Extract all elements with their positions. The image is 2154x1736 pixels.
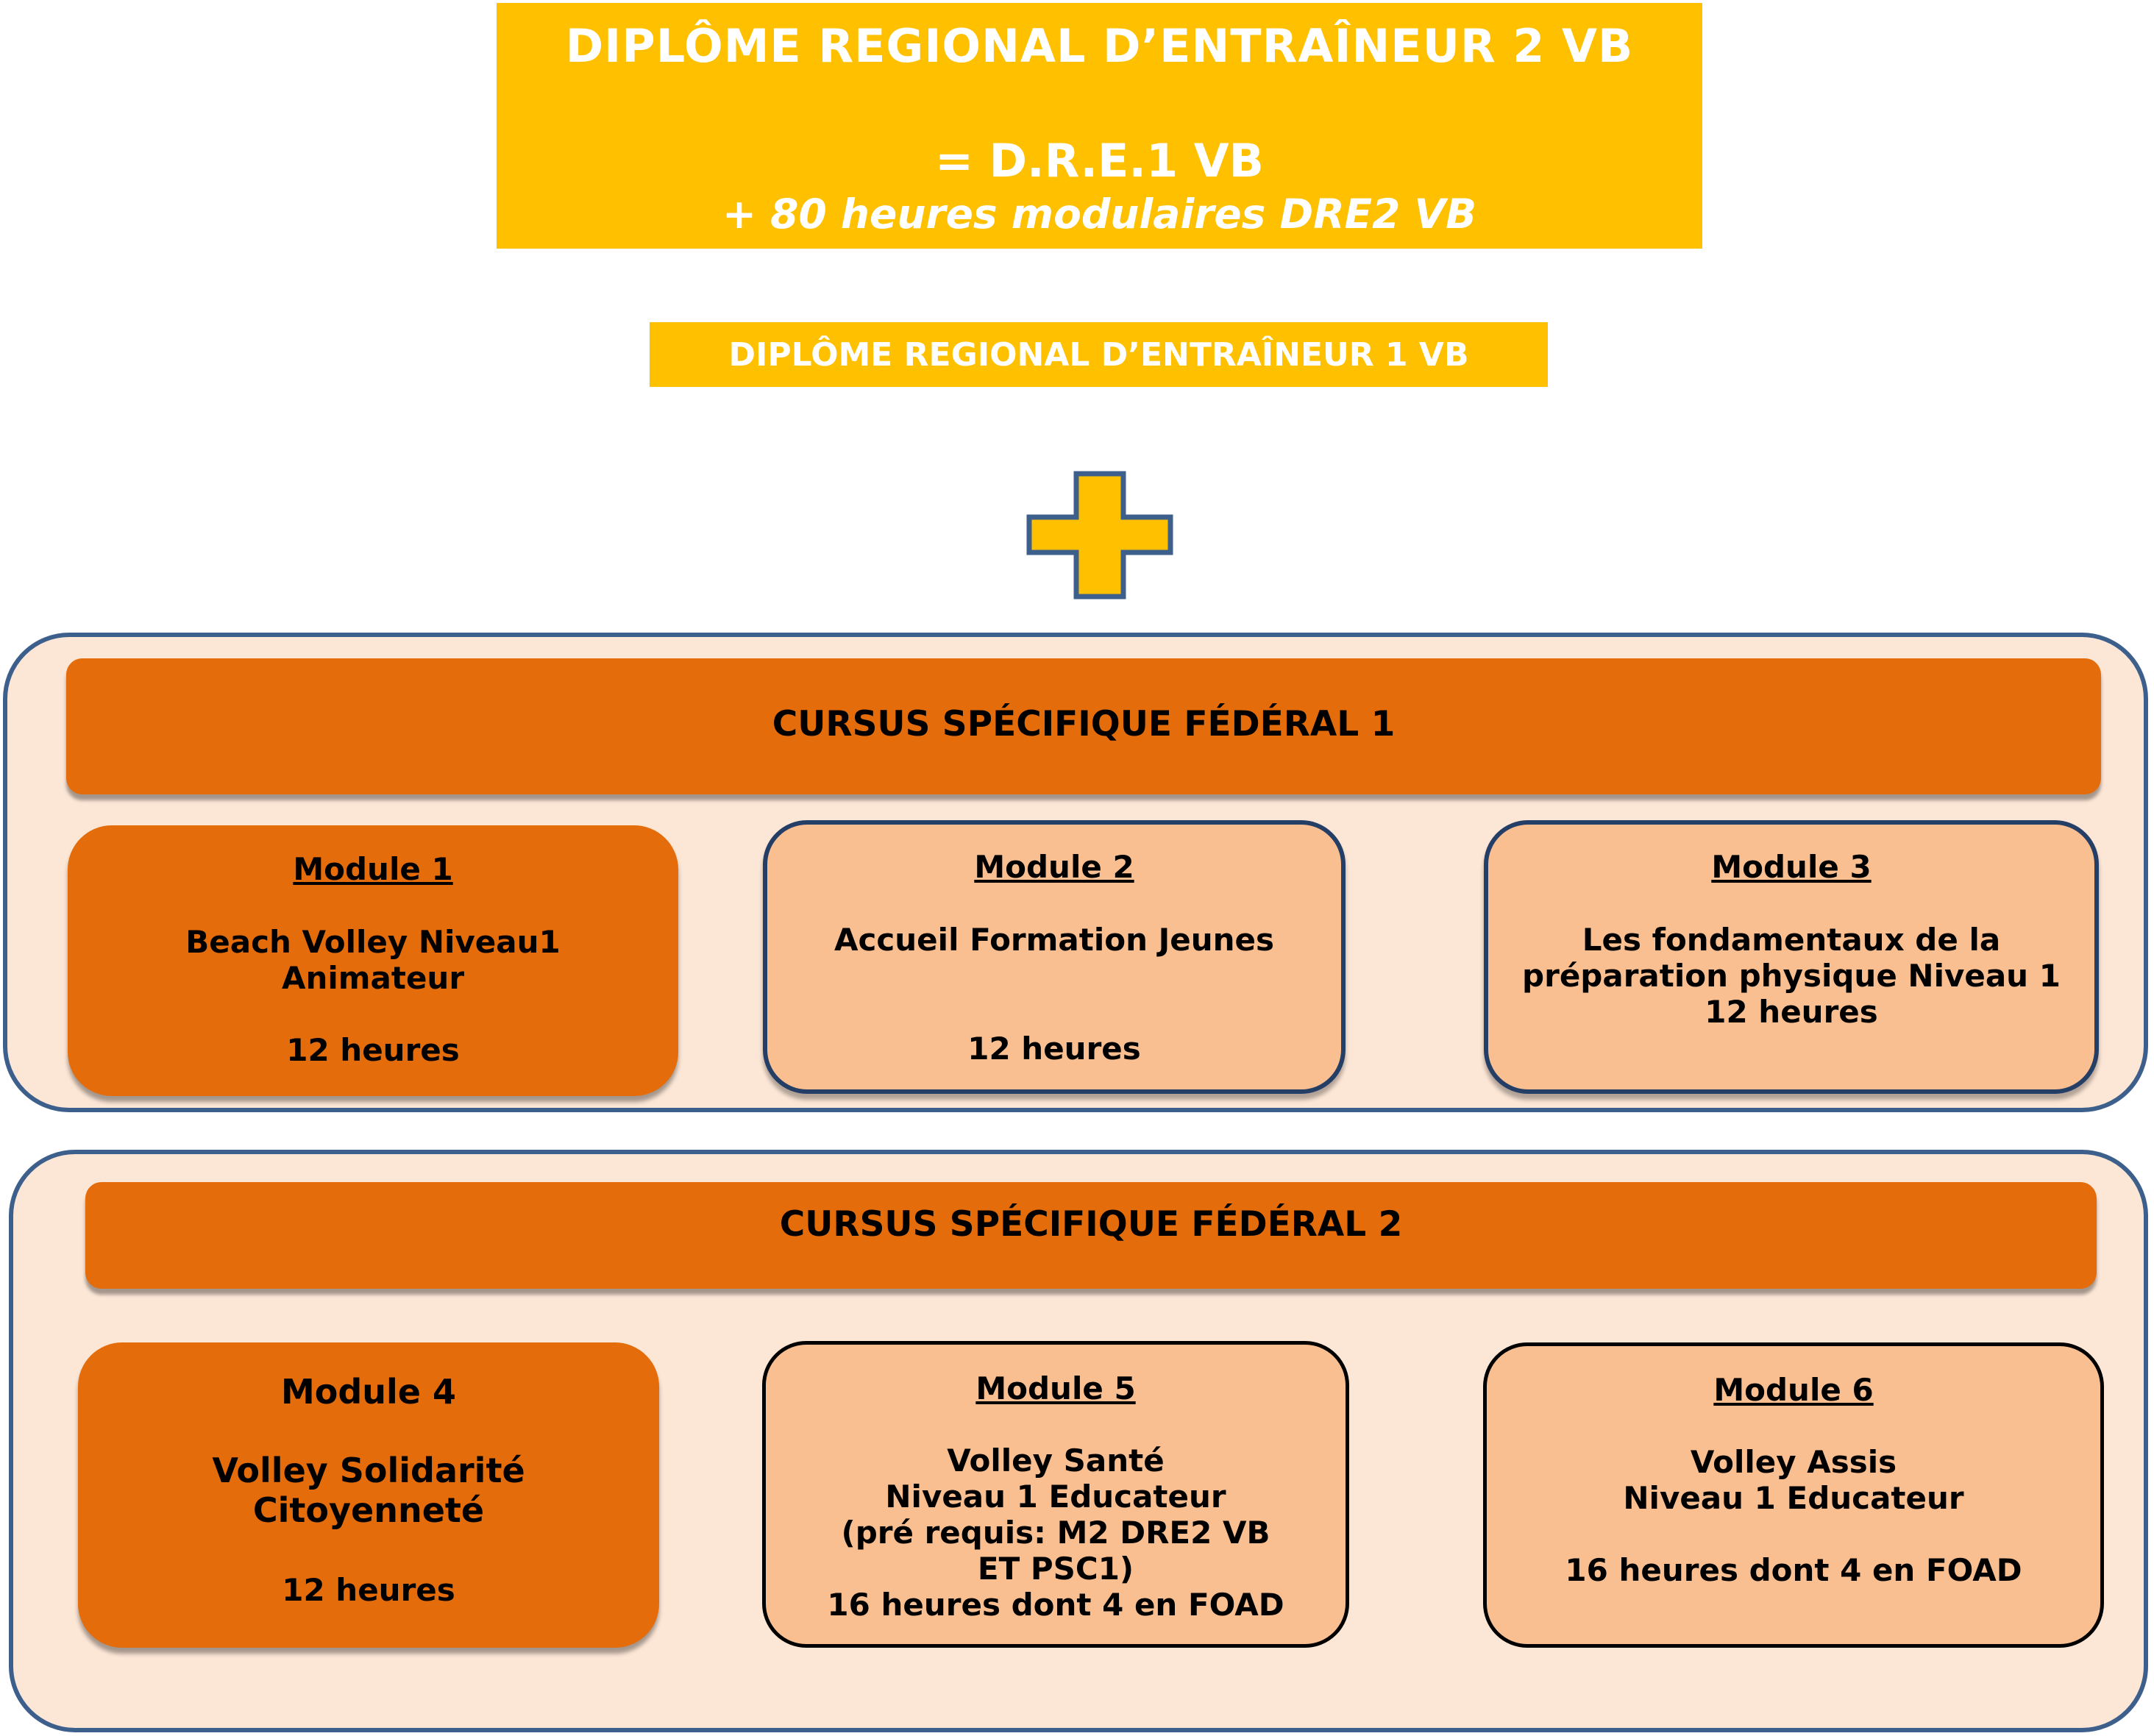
module-1-hours: 12 heures xyxy=(286,1032,460,1068)
module-2-line1: Accueil Formation Jeunes xyxy=(833,922,1274,958)
cursus-2-header: CURSUS SPÉCIFIQUE FÉDÉRAL 2 xyxy=(85,1182,2097,1289)
module-5-line3: (pré requis: M2 DRE2 VB xyxy=(841,1515,1270,1551)
module-5-line2: Niveau 1 Educateur xyxy=(885,1479,1226,1515)
module-5-hours: 16 heures dont 4 en FOAD xyxy=(827,1587,1284,1623)
module-6-box: Module 6 Volley Assis Niveau 1 Educateur… xyxy=(1483,1342,2104,1648)
dre1-title-box: DIPLÔME REGIONAL D’ENTRAÎNEUR 1 VB xyxy=(650,322,1548,387)
cursus-1-title: CURSUS SPÉCIFIQUE FÉDÉRAL 1 xyxy=(772,704,1396,744)
dre2-title: DIPLÔME REGIONAL D’ENTRAÎNEUR 2 VB xyxy=(565,19,1634,73)
module-5-name: Module 5 xyxy=(975,1370,1136,1406)
module-6-name: Module 6 xyxy=(1713,1372,1874,1408)
module-1-line2: Animateur xyxy=(281,960,465,996)
module-2-hours: 12 heures xyxy=(967,1031,1141,1067)
cursus-2-title: CURSUS SPÉCIFIQUE FÉDÉRAL 2 xyxy=(779,1204,1403,1245)
module-6-line1: Volley Assis xyxy=(1690,1444,1897,1480)
cursus-1-header: CURSUS SPÉCIFIQUE FÉDÉRAL 1 xyxy=(66,658,2101,794)
dre2-hours: + 80 heures modulaires DRE2 VB xyxy=(722,191,1477,238)
dre1-title: DIPLÔME REGIONAL D’ENTRAÎNEUR 1 VB xyxy=(728,335,1469,374)
module-5-line4: ET PSC1) xyxy=(977,1551,1134,1587)
module-5-line1: Volley Santé xyxy=(947,1442,1165,1479)
module-3-line2: préparation physique Niveau 1 xyxy=(1522,958,2061,994)
module-1-box: Module 1 Beach Volley Niveau1 Animateur … xyxy=(68,825,678,1096)
module-4-line1: Volley Solidarité xyxy=(212,1451,525,1490)
module-1-line1: Beach Volley Niveau1 xyxy=(185,924,561,960)
module-2-name: Module 2 xyxy=(974,849,1134,885)
dre2-equation: = D.R.E.1 VB xyxy=(935,134,1264,188)
module-4-name: Module 4 xyxy=(280,1372,457,1412)
module-4-line2: Citoyenneté xyxy=(252,1490,485,1530)
module-1-name: Module 1 xyxy=(293,851,453,887)
module-6-line2: Niveau 1 Educateur xyxy=(1623,1480,1964,1516)
plus-icon xyxy=(1026,471,1173,600)
module-4-box: Module 4 Volley Solidarité Citoyenneté 1… xyxy=(78,1342,659,1648)
module-5-box: Module 5 Volley Santé Niveau 1 Educateur… xyxy=(762,1341,1349,1648)
module-6-hours: 16 heures dont 4 en FOAD xyxy=(1565,1552,2022,1588)
dre2-title-box: DIPLÔME REGIONAL D’ENTRAÎNEUR 2 VB = D.R… xyxy=(497,3,1702,249)
module-3-name: Module 3 xyxy=(1711,849,1872,885)
module-3-box: Module 3 Les fondamentaux de la préparat… xyxy=(1484,820,2099,1094)
module-4-hours: 12 heures xyxy=(282,1572,455,1608)
module-3-hours: 12 heures xyxy=(1705,994,1878,1030)
module-2-box: Module 2 Accueil Formation Jeunes 12 heu… xyxy=(763,820,1346,1094)
module-3-line1: Les fondamentaux de la xyxy=(1582,922,2001,958)
